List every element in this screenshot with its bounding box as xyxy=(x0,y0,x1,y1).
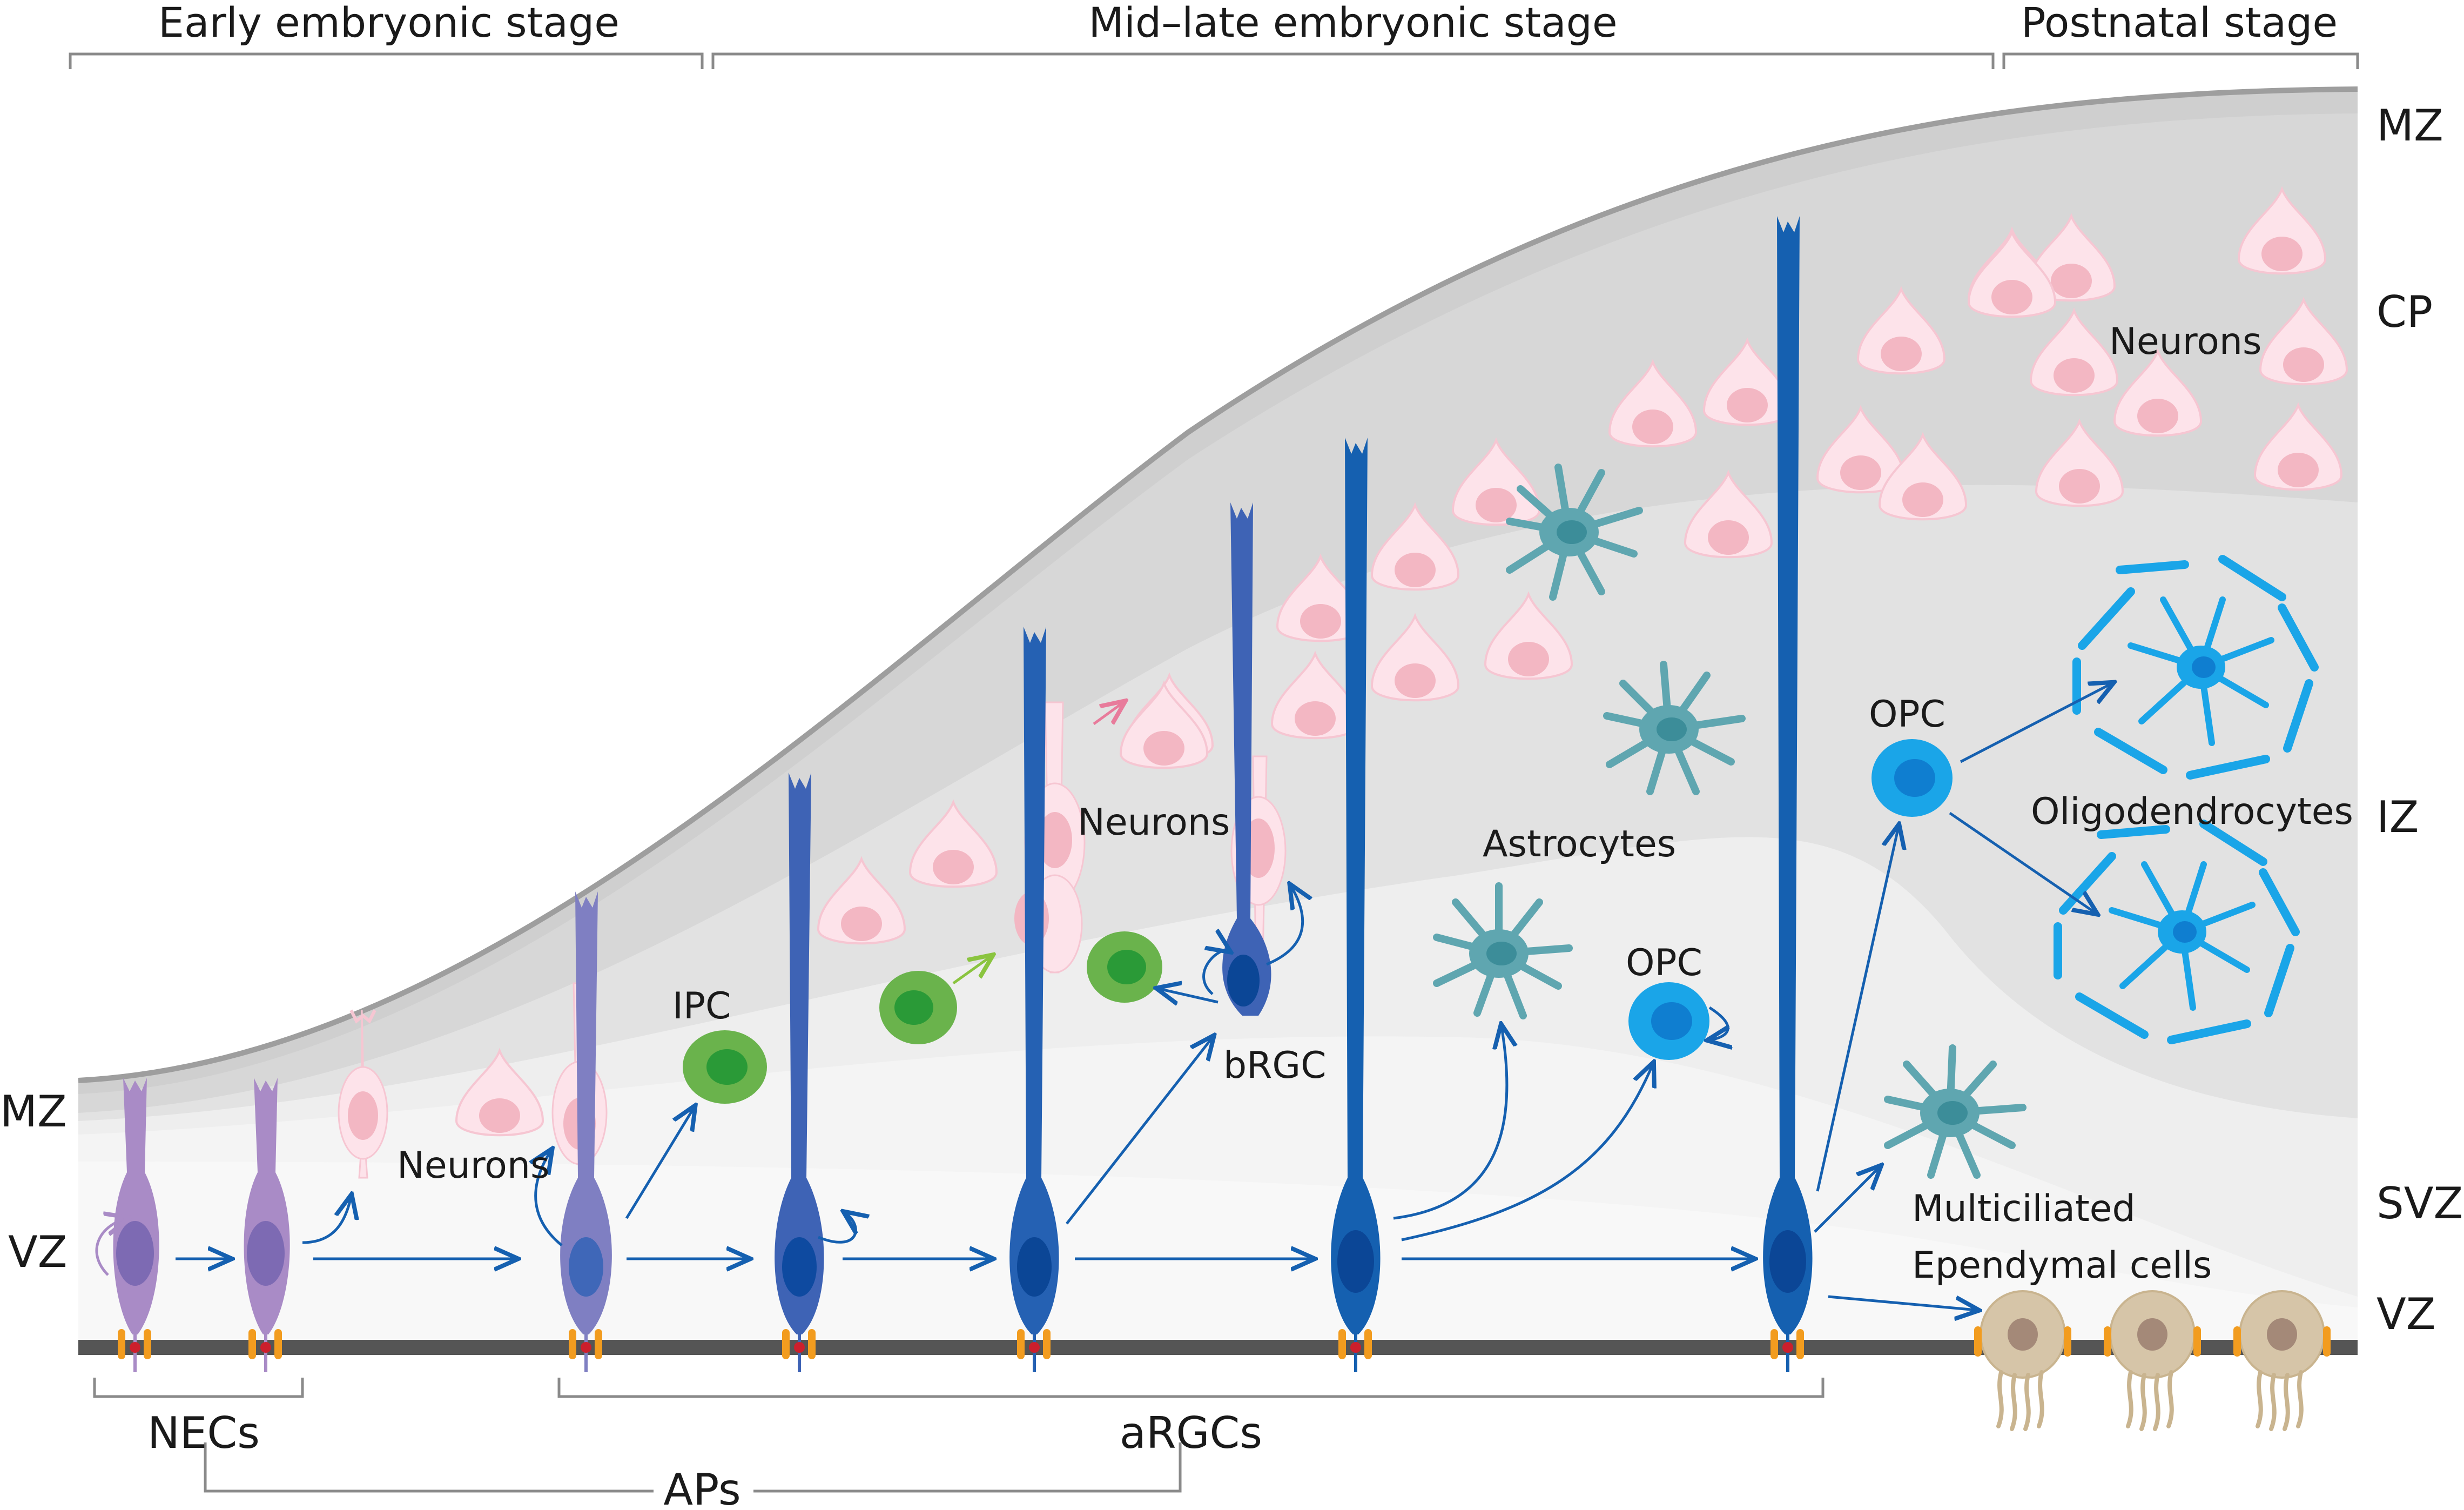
neuron xyxy=(1370,613,1460,702)
transition-rgc xyxy=(560,891,612,1372)
neuron xyxy=(1484,591,1573,680)
label-neurons-mid: Neurons xyxy=(1078,801,1230,844)
ipc-cells xyxy=(683,931,1162,1104)
label-multiciliated: Multiciliated xyxy=(1912,1187,2136,1230)
neuron xyxy=(1684,469,1773,559)
neuron xyxy=(1878,432,1968,521)
zone-label-vz-left: VZ xyxy=(8,1227,68,1277)
neuron xyxy=(1967,229,2057,318)
argc-cell xyxy=(1009,627,1059,1372)
neuron xyxy=(455,1048,544,1137)
adherens-junction-icon xyxy=(248,1329,282,1359)
zone-label-cp: CP xyxy=(2377,287,2433,337)
brgc-cell xyxy=(1222,502,1271,1016)
adherens-junction-icon xyxy=(1770,1329,1804,1359)
zone-label-mz: MZ xyxy=(2377,100,2443,151)
adherens-junction-icon xyxy=(1338,1329,1372,1359)
adherens-junction-icon xyxy=(118,1329,151,1359)
neuron xyxy=(1119,680,1209,769)
stage-early-label: Early embryonic stage xyxy=(158,0,620,46)
migrating-neuron xyxy=(338,1009,388,1179)
neurons xyxy=(455,186,2348,1137)
adherens-junctions xyxy=(118,1329,1804,1359)
label-oligodendrocytes: Oligodendrocytes xyxy=(2031,790,2353,833)
neuron xyxy=(2259,297,2348,386)
radial-glial-cells xyxy=(560,216,1813,1372)
neuroepithelial-cells xyxy=(113,1078,290,1372)
cilia-icon xyxy=(2126,1370,2174,1431)
neuron xyxy=(1816,405,1906,494)
neuron xyxy=(1856,286,1946,375)
neuron xyxy=(1370,502,1460,591)
neuron xyxy=(1702,337,1792,426)
neuron xyxy=(2035,418,2124,507)
argc-cell xyxy=(1763,216,1813,1372)
cilia-icon xyxy=(1996,1370,2044,1431)
adherens-junction-icon xyxy=(1017,1329,1051,1359)
stage-postnatal-label: Postnatal stage xyxy=(2021,0,2338,46)
nec-cell xyxy=(113,1078,159,1372)
neuron xyxy=(1451,437,1541,526)
neuron xyxy=(2113,348,2203,437)
argc-cell xyxy=(775,773,824,1372)
nec-cell xyxy=(244,1078,290,1372)
bracket-label-aps: APs xyxy=(663,1465,740,1510)
neuron xyxy=(1608,359,1698,448)
label-opc-mid: OPC xyxy=(1626,942,1702,984)
ependymal-cell xyxy=(2233,1290,2331,1431)
label-astrocytes: Astrocytes xyxy=(1483,823,1676,865)
ependymal-cell xyxy=(2104,1290,2201,1431)
zone-label-svz: SVZ xyxy=(2377,1178,2463,1229)
neuron xyxy=(2253,402,2343,491)
neuron xyxy=(2237,186,2327,275)
adherens-junction-icon xyxy=(569,1329,602,1359)
zone-label-vz: VZ xyxy=(2377,1289,2436,1339)
adherens-junction-icon xyxy=(782,1329,816,1359)
zone-label-mz-left: MZ xyxy=(0,1086,67,1137)
ipc-cell xyxy=(683,1030,767,1104)
opc-cell xyxy=(1628,982,1709,1060)
astrocyte xyxy=(1433,882,1573,1019)
bracket-label-argcs: aRGCs xyxy=(1120,1408,1262,1458)
neuron xyxy=(817,856,906,945)
astrocyte xyxy=(1506,464,1643,601)
ependymal-cells xyxy=(1974,1290,2331,1431)
astrocytes xyxy=(1433,464,2027,1179)
ipc-cell xyxy=(1087,931,1162,1003)
neuron xyxy=(908,799,998,888)
cilia-icon xyxy=(2256,1370,2304,1431)
oligodendrocyte xyxy=(2054,820,2300,1044)
bracket-label-necs: NECs xyxy=(147,1408,260,1458)
label-neurons-early: Neurons xyxy=(397,1144,549,1187)
ipc-cell xyxy=(879,971,957,1044)
label-ipc: IPC xyxy=(672,985,731,1028)
oligodendrocytes xyxy=(2054,555,2319,1044)
stage-mid-label: Mid–late embryonic stage xyxy=(1088,0,1617,46)
label-neurons-cp: Neurons xyxy=(2109,320,2261,363)
argc-cell xyxy=(1331,438,1381,1372)
lineage-arrows xyxy=(95,683,2112,1310)
label-opc-post: OPC xyxy=(1869,693,1945,736)
ependymal-cell xyxy=(1974,1290,2071,1431)
opc-cells xyxy=(1628,739,1953,1060)
label-brgc: bRGC xyxy=(1223,1044,1327,1087)
neuron xyxy=(1270,650,1360,740)
oligodendrocyte xyxy=(2072,555,2319,780)
label-ependymal: Ependymal cells xyxy=(1912,1244,2212,1287)
astrocyte xyxy=(1603,661,1746,795)
opc-cell xyxy=(1871,739,1953,817)
neuron xyxy=(2027,213,2116,302)
zone-label-iz: IZ xyxy=(2377,792,2419,842)
neuron xyxy=(2029,307,2119,397)
brackets xyxy=(69,52,2359,1493)
pial-surface xyxy=(78,86,2358,1083)
astrocyte xyxy=(1884,1044,2027,1179)
